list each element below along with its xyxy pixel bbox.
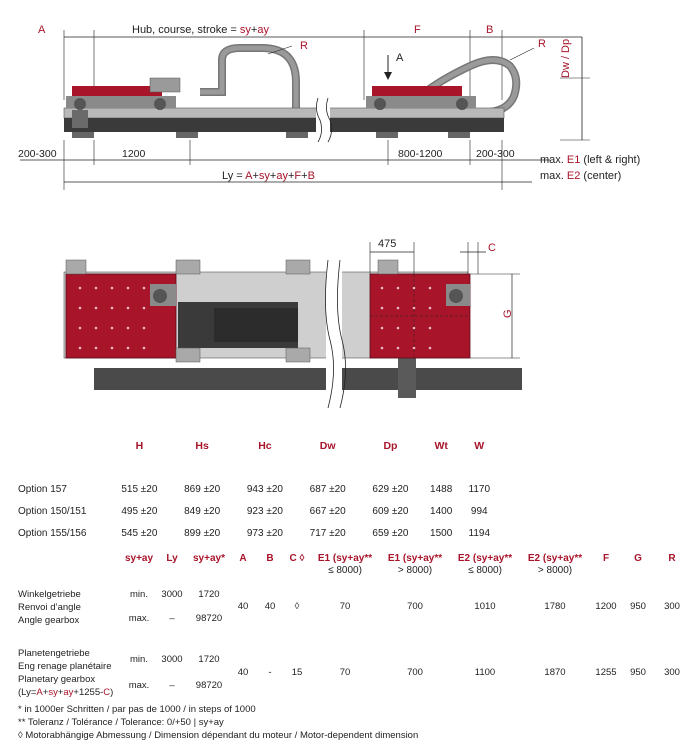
table-row: Option 157 515 ±20 869 ±20 943 ±20 687 ±…	[18, 483, 491, 495]
col-dp: Dp	[383, 440, 398, 452]
option-table: H Hs Hc Dw Dp Wt W Option 157 515 ±20 86…	[18, 436, 498, 544]
group-label-planetary: Planetengetriebe Eng renage planétaire P…	[18, 648, 114, 698]
col-h: H	[135, 440, 144, 452]
col-hc: Hc	[258, 440, 272, 452]
dim-200-300-right: 200-300	[476, 148, 515, 160]
max-e2-label: max. E2 (center)	[540, 170, 622, 182]
label-f: F	[414, 24, 421, 36]
dimension-table: sy+ay Ly sy+ay* A B C ◊ E1 (sy+ay**≤ 800…	[18, 553, 690, 699]
col-syay-star: sy+ay*	[193, 553, 225, 564]
table-row: Option 150/151 495 ±20 849 ±20 923 ±20 6…	[18, 505, 488, 517]
dim-800-1200: 800-1200	[398, 148, 443, 160]
side-view-drawing	[20, 30, 590, 190]
table-row: Planetengetriebe Eng renage planétaire P…	[18, 648, 680, 698]
col-w: W	[474, 440, 485, 452]
label-c: C	[488, 242, 496, 254]
group-label-angle: Winkelgetriebe Renvoi d’angle Angle gear…	[18, 588, 81, 626]
dim-475: 475	[378, 238, 397, 250]
col-c: C ◊	[289, 553, 305, 564]
label-dw-dp: Dw / Dp	[560, 38, 572, 78]
col-syay: sy+ay	[124, 553, 154, 564]
footnote-motor: ◊ Motorabhängige Abmessung / Dimension d…	[18, 730, 419, 741]
label-g: G	[502, 309, 514, 318]
dimension-table-header: sy+ay Ly sy+ay* A B C ◊ E1 (sy+ay**≤ 800…	[18, 553, 690, 583]
hub-label: Hub, course, stroke = sy+ay	[132, 24, 269, 36]
col-f: F	[602, 553, 610, 564]
label-arrow-a: A	[396, 52, 404, 64]
col-g: G	[634, 553, 642, 564]
col-hs: Hs	[195, 440, 209, 452]
col-ly: Ly	[166, 553, 178, 564]
label-b: B	[486, 24, 494, 36]
col-wt: Wt	[434, 440, 448, 452]
label-r-right: R	[538, 38, 546, 50]
col-b: B	[266, 553, 274, 564]
table-row: max. – 98720	[128, 613, 223, 624]
ly-formula: Ly = A+sy+ay+F+B	[222, 170, 315, 182]
label-a: A	[38, 24, 46, 36]
footnote-tolerance: ** Toleranz / Tolérance / Tolerance: 0/+…	[18, 717, 224, 728]
option-table-header: H Hs Hc Dw Dp Wt W	[18, 436, 498, 456]
col-e1a: E1 (sy+ay**≤ 8000)	[317, 553, 373, 576]
dim-200-300-left: 200-300	[18, 148, 57, 160]
col-e2a: E2 (sy+ay**≤ 8000)	[457, 553, 513, 576]
col-e2b: E2 (sy+ay**> 8000)	[527, 553, 583, 576]
dim-1200: 1200	[122, 148, 146, 160]
label-r-left: R	[300, 40, 308, 52]
col-r: R	[668, 553, 676, 564]
table-row: Option 155/156 545 ±20 899 ±20 973 ±20 7…	[18, 527, 491, 539]
footnote-steps: * in 1000er Schritten / par pas de 1000 …	[18, 704, 256, 715]
table-row: max. – 98720	[128, 680, 223, 691]
table-row: Winkelgetriebe Renvoi d’angle Angle gear…	[18, 583, 690, 626]
col-dw: Dw	[319, 440, 336, 452]
top-view-drawing	[63, 242, 522, 410]
col-e1b: E1 (sy+ay**> 8000)	[387, 553, 443, 576]
col-a: A	[239, 553, 247, 564]
max-e1-label: max. E1 (left & right)	[540, 154, 641, 166]
